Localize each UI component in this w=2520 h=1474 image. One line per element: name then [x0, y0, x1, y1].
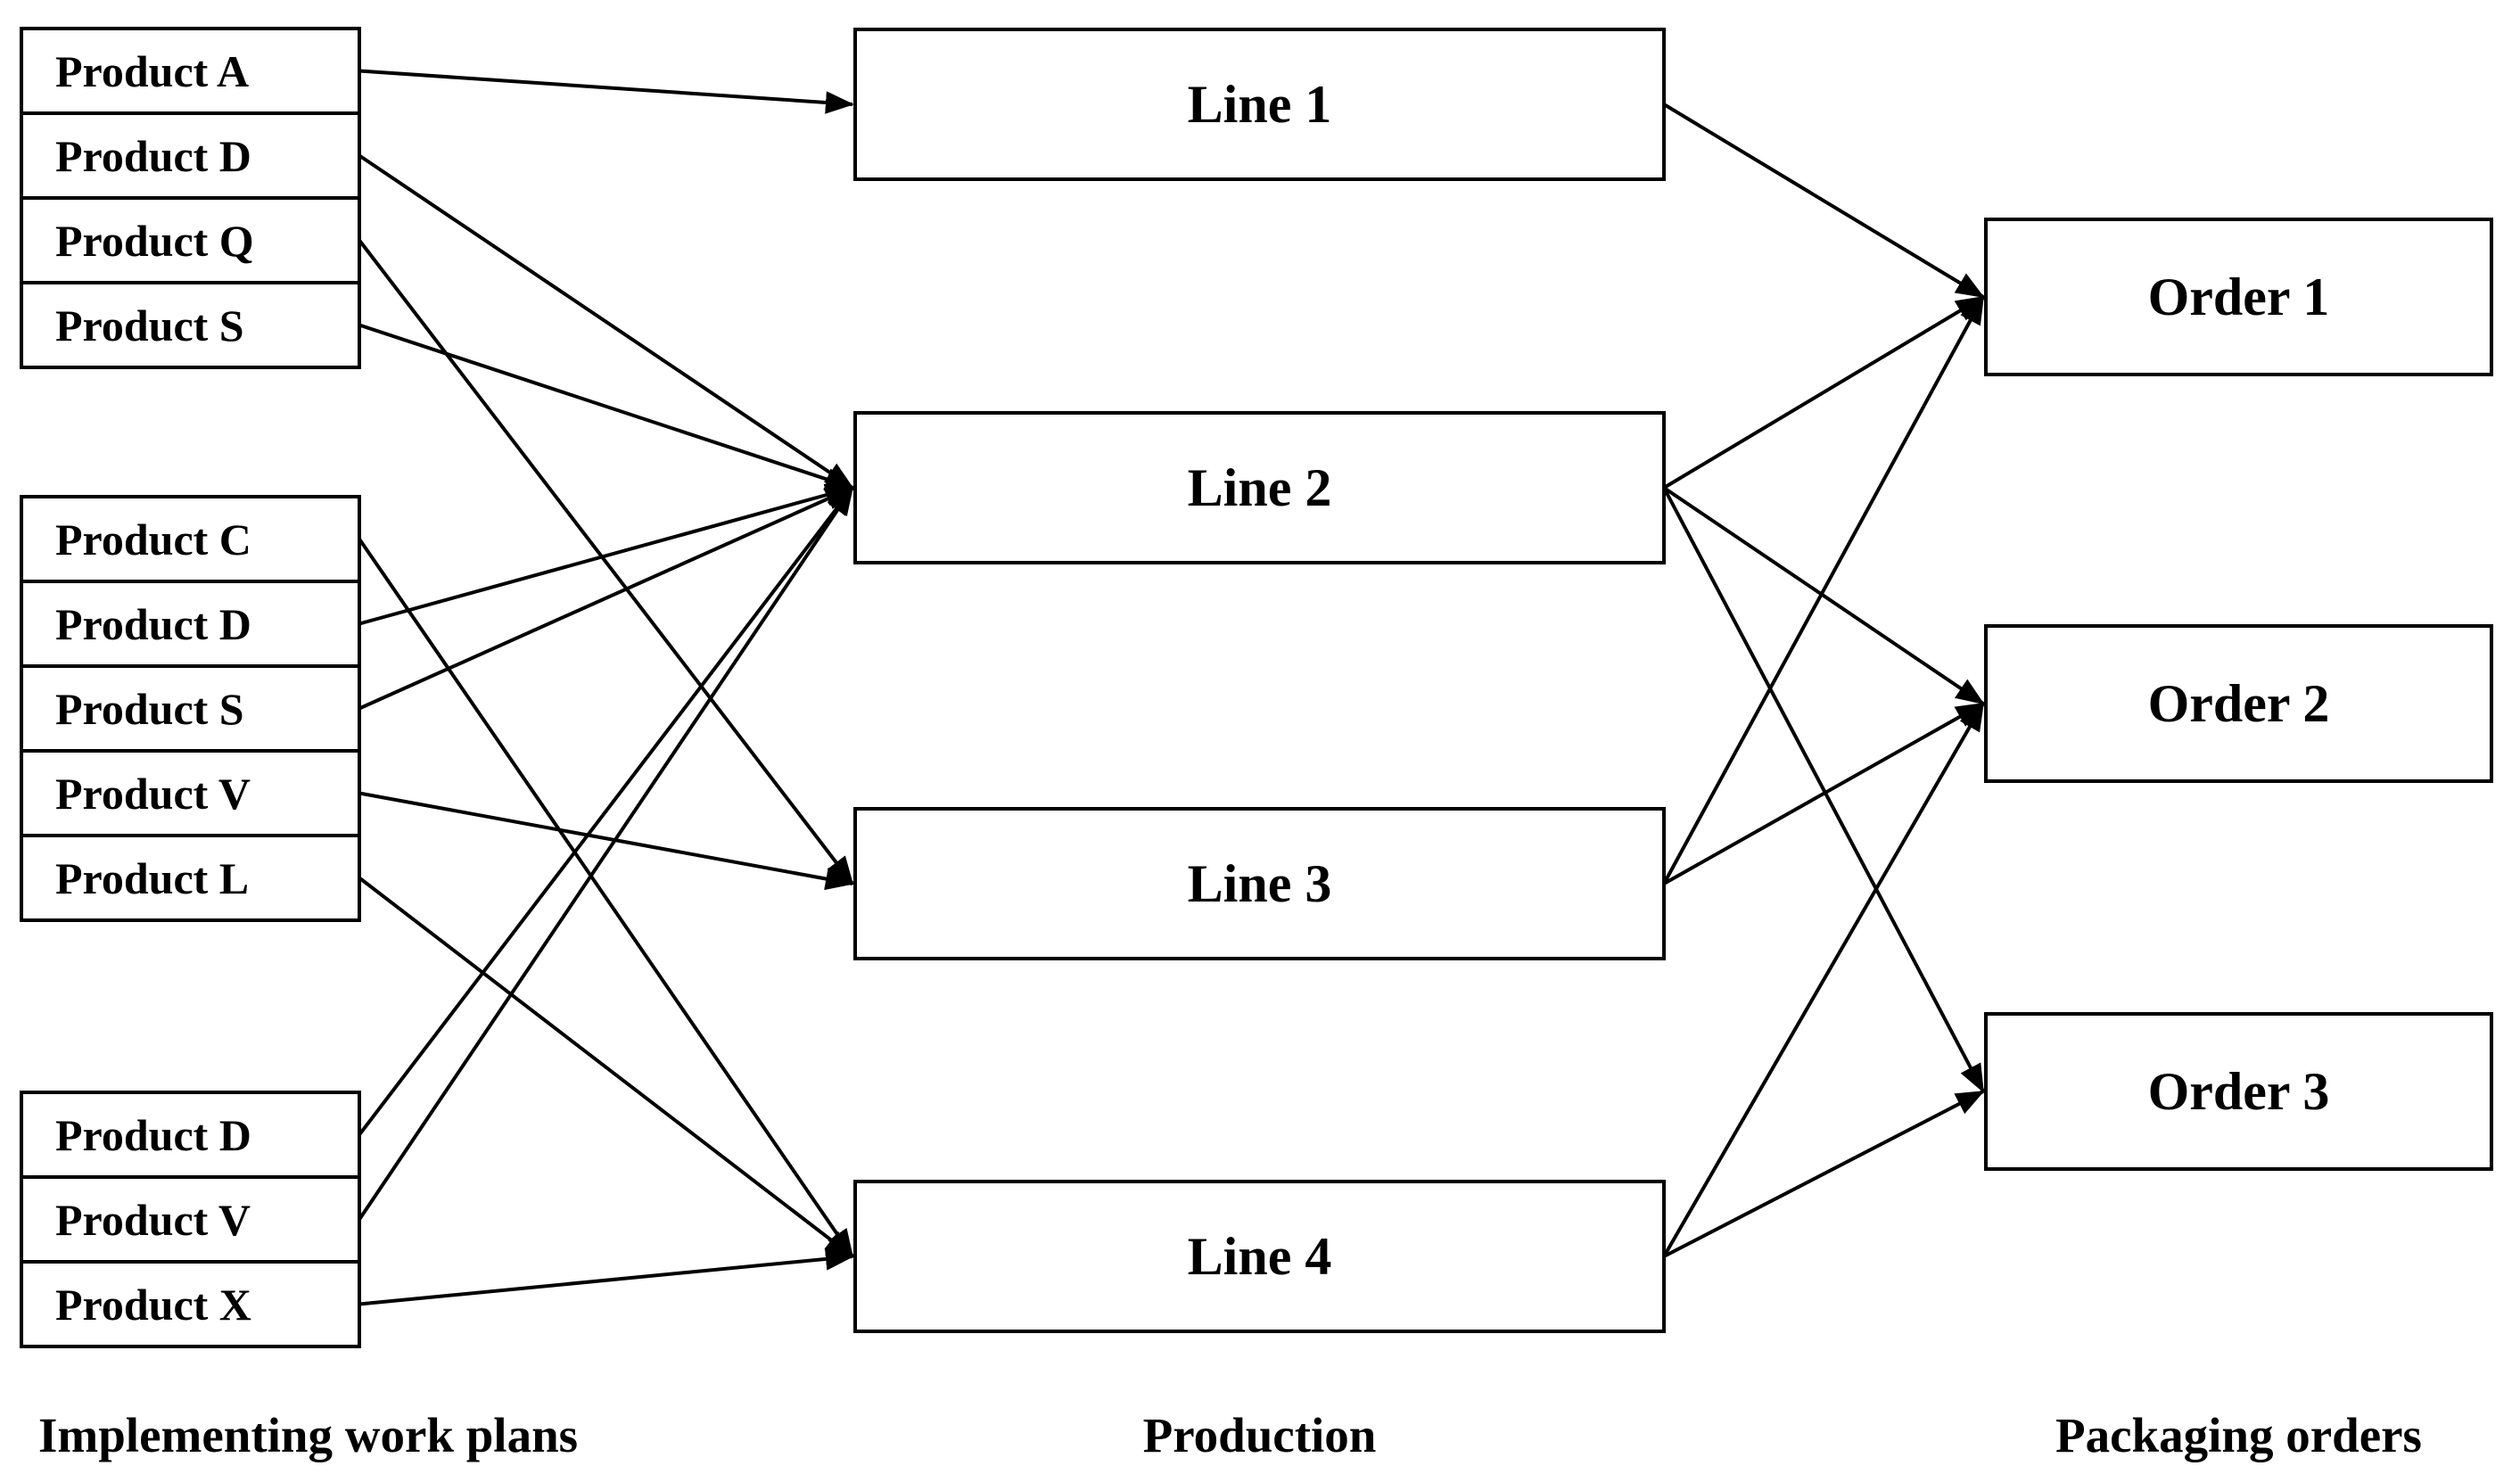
- product-v-group2-box: Product V: [20, 749, 361, 837]
- product-label: Product L: [55, 852, 250, 903]
- right-column-label: Packaging orders: [2055, 1408, 2422, 1462]
- product-label: Product C: [55, 514, 251, 564]
- arrow-line3-to-order2: [1663, 702, 1985, 885]
- arrow-p-c2-to-line4: [358, 538, 854, 1258]
- work-plan-group-2: Product C Product D Product S Product V …: [20, 495, 361, 922]
- line-label: Line 1: [1187, 74, 1332, 134]
- order-3-box: Order 3: [1984, 1012, 2493, 1171]
- line-label: Line 3: [1187, 853, 1332, 913]
- arrow-p-d3-to-line2: [358, 486, 854, 1136]
- order-2-box: Order 2: [1984, 624, 2493, 783]
- product-label: Product Q: [55, 215, 254, 266]
- work-plan-group-3: Product D Product V Product X: [20, 1091, 361, 1348]
- arrow-p-q1-to-line3: [358, 239, 854, 885]
- arrow-line4-to-order2: [1662, 702, 1985, 1258]
- product-label: Product D: [55, 1109, 251, 1160]
- product-label: Product V: [55, 1194, 251, 1245]
- product-q-group1-box: Product Q: [20, 196, 361, 284]
- arrow-p-v3-to-line2: [358, 486, 854, 1221]
- arrow-line3-to-order1: [1662, 295, 1985, 885]
- arrow-p-s2-to-line2: [358, 486, 854, 711]
- product-label: Product D: [55, 598, 251, 649]
- line-label: Line 2: [1187, 457, 1332, 517]
- arrow-p-s1-to-line2: [358, 323, 854, 490]
- order-1-box: Order 1: [1984, 218, 2493, 376]
- line-3-box: Line 3: [853, 807, 1666, 960]
- product-l-group2-box: Product L: [20, 834, 361, 922]
- product-d-group2-box: Product D: [20, 580, 361, 668]
- product-s-group2-box: Product S: [20, 664, 361, 753]
- product-label: Product S: [55, 683, 244, 734]
- product-label: Product A: [55, 45, 250, 96]
- order-label: Order 3: [2147, 1061, 2330, 1121]
- arrow-line2-to-order1: [1662, 295, 1985, 490]
- arrow-p-x3-to-line4: [358, 1248, 854, 1306]
- left-column-label: Implementing work plans: [38, 1408, 579, 1462]
- line-4-box: Line 4: [853, 1180, 1666, 1333]
- order-label: Order 2: [2147, 673, 2330, 733]
- arrow-p-v2-to-line3: [358, 791, 854, 891]
- arrow-p-a1-to-line1: [358, 69, 854, 114]
- arrow-line1-to-order1: [1662, 103, 1985, 299]
- product-label: Product V: [55, 768, 251, 819]
- line-1-box: Line 1: [853, 28, 1666, 181]
- arrow-p-d2-to-line2: [358, 483, 854, 626]
- arrow-line2-to-order3: [1662, 487, 1985, 1093]
- product-label: Product S: [55, 300, 244, 350]
- product-d-group1-box: Product D: [20, 111, 361, 200]
- product-label: Product X: [55, 1279, 251, 1330]
- arrow-line4-to-order3: [1663, 1090, 1985, 1258]
- middle-column-label: Production: [1142, 1408, 1377, 1462]
- product-x-group3-box: Product X: [20, 1260, 361, 1348]
- work-plan-group-1: Product A Product D Product Q Product S: [20, 27, 361, 369]
- line-label: Line 4: [1187, 1226, 1332, 1286]
- arrow-p-l2-to-line4: [358, 876, 854, 1258]
- product-c-group2-box: Product C: [20, 495, 361, 583]
- product-label: Product D: [55, 130, 251, 181]
- order-label: Order 1: [2147, 267, 2330, 326]
- product-v-group3-box: Product V: [20, 1175, 361, 1264]
- line-2-box: Line 2: [853, 411, 1666, 564]
- arrow-p-d1-to-line2: [358, 153, 854, 490]
- product-a-group1-box: Product A: [20, 27, 361, 115]
- product-s-group1-box: Product S: [20, 281, 361, 369]
- product-d-group3-box: Product D: [20, 1091, 361, 1179]
- arrow-line2-to-order2: [1662, 486, 1985, 705]
